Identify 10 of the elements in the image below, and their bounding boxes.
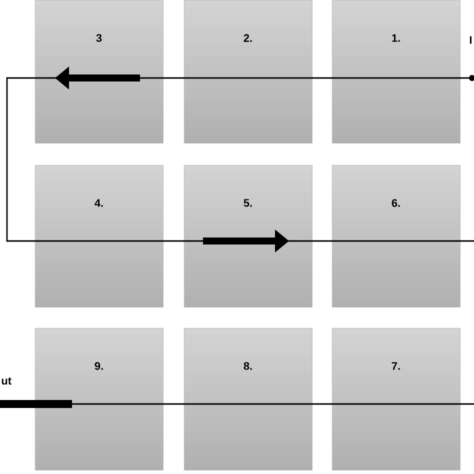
- panel-box: 6.: [332, 165, 460, 308]
- panel-box: 4.: [35, 165, 164, 308]
- panel-box: 1.: [332, 0, 460, 144]
- panel-box: 7.: [332, 328, 460, 470]
- panel-box: 9.: [35, 328, 164, 470]
- panel-box: 2.: [184, 0, 312, 144]
- panel-box: 3: [35, 0, 164, 144]
- panel-box: 5.: [184, 165, 312, 308]
- port-label: ut: [2, 377, 12, 385]
- panel-box: 8.: [184, 328, 312, 470]
